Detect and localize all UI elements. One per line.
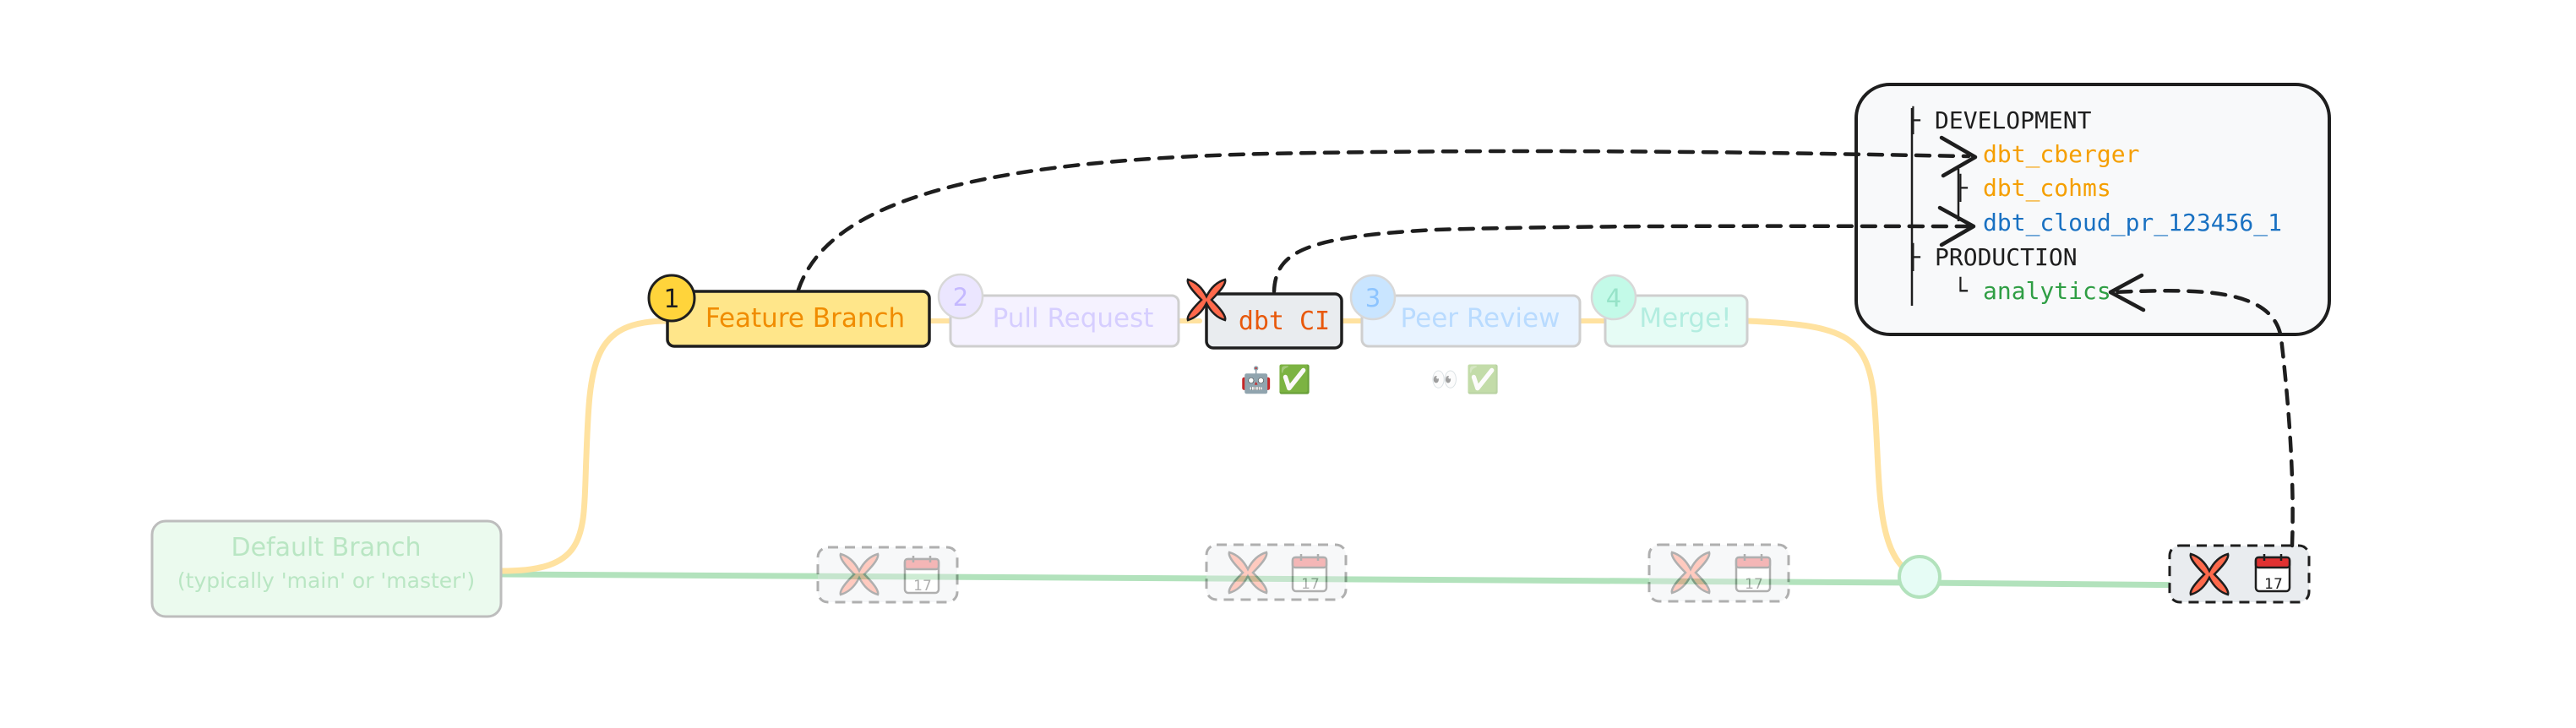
- dashed-arrows: [796, 149, 2295, 548]
- step-merge[interactable]: Merge! 4: [1590, 274, 1749, 348]
- calendar-day: 17: [1301, 576, 1320, 593]
- environment-tree: ├ DEVELOPMENT dbt_cberger ├ dbt_cohms db…: [1854, 83, 2331, 336]
- review-status: 👀 ✅: [1431, 363, 1500, 395]
- feature-branch-label: Feature Branch: [705, 303, 905, 334]
- tree-branch-glyph: ├: [1953, 173, 1968, 202]
- feature-branch-line-return: [1744, 318, 1913, 576]
- arrow-job-to-prod-schema: [2110, 289, 2295, 548]
- production-job[interactable]: 17: [2168, 544, 2311, 604]
- ci-robot-icon: 🤖: [1240, 365, 1272, 395]
- tree-branch-glyph: ├: [1906, 106, 1920, 134]
- default-branch-node[interactable]: Default Branch (typically 'main' or 'mas…: [150, 519, 503, 618]
- merge-box: [1604, 294, 1749, 348]
- tree-branch-glyph: └: [1953, 276, 1968, 305]
- main-branch-line: [499, 571, 2301, 589]
- peer-review-label: Peer Review: [1401, 303, 1560, 334]
- step-peer-review[interactable]: Peer Review 3: [1349, 274, 1582, 348]
- pull-request-label: Pull Request: [993, 303, 1154, 334]
- environment-box: [1854, 83, 2331, 336]
- pull-request-box: [949, 294, 1180, 348]
- step-feature-branch[interactable]: Feature Branch 1: [647, 274, 931, 348]
- step-number-1: 1: [663, 285, 679, 314]
- step-number-badge-4: [1590, 274, 1637, 321]
- arrow-feature-to-dev-schema: [796, 149, 1971, 292]
- default-branch-box: [150, 519, 503, 618]
- dbt-ci-label: dbt CI: [1239, 307, 1330, 336]
- arrowhead-dev-schema: [1939, 135, 1978, 178]
- review-eyes-icon: 👀: [1431, 367, 1458, 393]
- tree-branch-glyph: ├: [1906, 242, 1920, 271]
- scheduled-job-3[interactable]: 17: [1647, 543, 1790, 603]
- ci-check-icon: ✅: [1277, 363, 1311, 395]
- calendar-day: 17: [1745, 576, 1763, 593]
- arrow-ci-to-pr-schema: [1272, 224, 1971, 294]
- step-number-badge-1: [647, 274, 696, 323]
- tree-dev-schema-cohms: dbt_cohms: [1983, 174, 2111, 203]
- step-number-4: 4: [1606, 284, 1621, 312]
- merge-commit-node[interactable]: [1898, 555, 1942, 599]
- default-branch-title: Default Branch: [231, 533, 422, 562]
- peer-review-box: [1360, 294, 1582, 348]
- step-dbt-ci[interactable]: dbt CI: [1186, 278, 1343, 350]
- tree-dev-schema-cberger: dbt_cberger: [1983, 140, 2139, 169]
- arrowhead-pr-schema: [1937, 205, 1976, 247]
- step-pull-request[interactable]: Pull Request 2: [937, 273, 1180, 348]
- tree-pr-schema: dbt_cloud_pr_123456_1: [1983, 209, 2282, 237]
- step-number-2: 2: [953, 283, 968, 312]
- branch-lines: [499, 318, 2301, 589]
- scheduled-job-1[interactable]: 17: [816, 546, 959, 604]
- scheduled-job-2[interactable]: 17: [1205, 543, 1348, 601]
- feature-branch-line-out: [499, 318, 671, 574]
- tree-development: DEVELOPMENT: [1935, 106, 2092, 134]
- tree-prod-schema-analytics: analytics: [1983, 277, 2111, 305]
- default-branch-subtitle: (typically 'main' or 'master'): [177, 568, 475, 593]
- step-number-badge-3: [1349, 274, 1397, 321]
- review-check-icon: ✅: [1466, 363, 1500, 395]
- dbt-ci-box: [1205, 292, 1343, 350]
- merge-label: Merge!: [1639, 303, 1731, 334]
- arrowhead-prod-schema: [2108, 273, 2146, 312]
- step-number-3: 3: [1365, 284, 1381, 312]
- calendar-day: 17: [913, 578, 932, 595]
- tree-production: PRODUCTION: [1935, 243, 2078, 271]
- calendar-day: 17: [2264, 576, 2283, 593]
- arrowheads: [1937, 135, 2146, 312]
- step-number-badge-2: [937, 273, 984, 320]
- dbt-logo-icon: [1186, 278, 1227, 322]
